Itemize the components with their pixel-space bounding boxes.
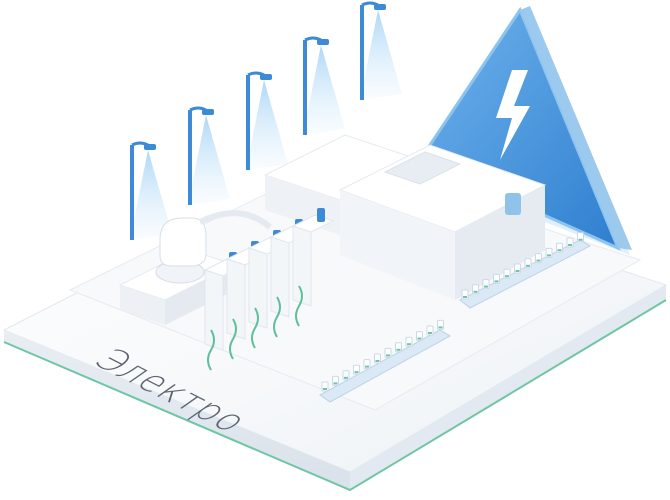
socket-block xyxy=(118,210,272,325)
street-lamp-icon xyxy=(303,36,345,135)
street-lamps xyxy=(130,1,402,240)
power-plug-icon xyxy=(159,210,272,267)
street-lamp-icon xyxy=(246,71,288,170)
toggle-switch xyxy=(505,193,521,215)
electric-meter-icon xyxy=(338,144,547,300)
terminal-rail-right xyxy=(459,232,592,309)
lightning-bolt-icon xyxy=(496,70,530,160)
street-lamp-icon xyxy=(130,141,172,240)
street-lamp-icon xyxy=(188,106,230,205)
street-lamp-icon xyxy=(360,1,402,100)
circuit-breaker-icon xyxy=(291,208,335,327)
circuit-breakers xyxy=(203,208,335,371)
terminal-rail-front xyxy=(319,319,452,403)
